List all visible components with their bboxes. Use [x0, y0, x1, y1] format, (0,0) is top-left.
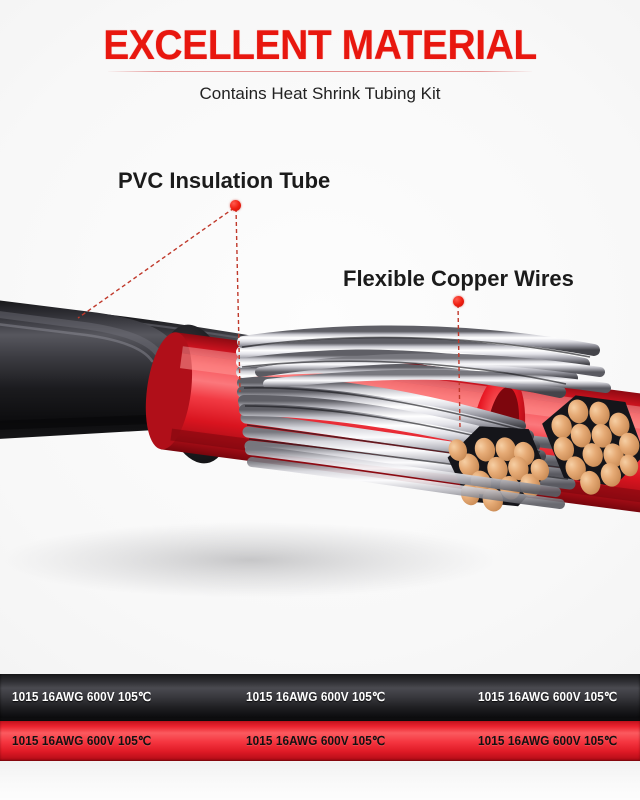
page-subtitle: Contains Heat Shrink Tubing Kit: [199, 84, 441, 103]
black-wire-spec-bar: [0, 674, 640, 721]
wire-spec-bars-section: 1015 16AWG 600V 105℃ 1015 16AWG 600V 105…: [0, 674, 640, 762]
page-title: EXCELLENT MATERIAL: [103, 21, 537, 68]
spec-label-red-2: 1015 16AWG 600V 105℃: [246, 734, 386, 748]
leader-line-pvc-diagonal: [77, 207, 235, 319]
spec-label-red-3: 1015 16AWG 600V 105℃: [478, 734, 618, 748]
spec-label-black-1: 1015 16AWG 600V 105℃: [12, 690, 152, 704]
header-section: EXCELLENT MATERIAL Contains Heat Shrink …: [0, 0, 640, 120]
callout-marker-copper-icon: [453, 296, 464, 307]
callout-marker-pvc-icon: [230, 200, 241, 211]
spec-label-red-1: 1015 16AWG 600V 105℃: [12, 734, 152, 748]
spec-label-black-3: 1015 16AWG 600V 105℃: [478, 690, 618, 704]
red-wire-spec-bar: [0, 721, 640, 761]
bottom-margin: [0, 762, 640, 800]
callout-label-flexible-copper-wires: Flexible Copper Wires: [343, 266, 574, 291]
callout-label-pvc-insulation-tube: PVC Insulation Tube: [118, 168, 331, 193]
spec-label-black-2: 1015 16AWG 600V 105℃: [246, 690, 386, 704]
title-divider: [108, 71, 532, 72]
leader-line-pvc-vertical: [235, 207, 241, 393]
copper-bundle-back: [542, 395, 640, 495]
